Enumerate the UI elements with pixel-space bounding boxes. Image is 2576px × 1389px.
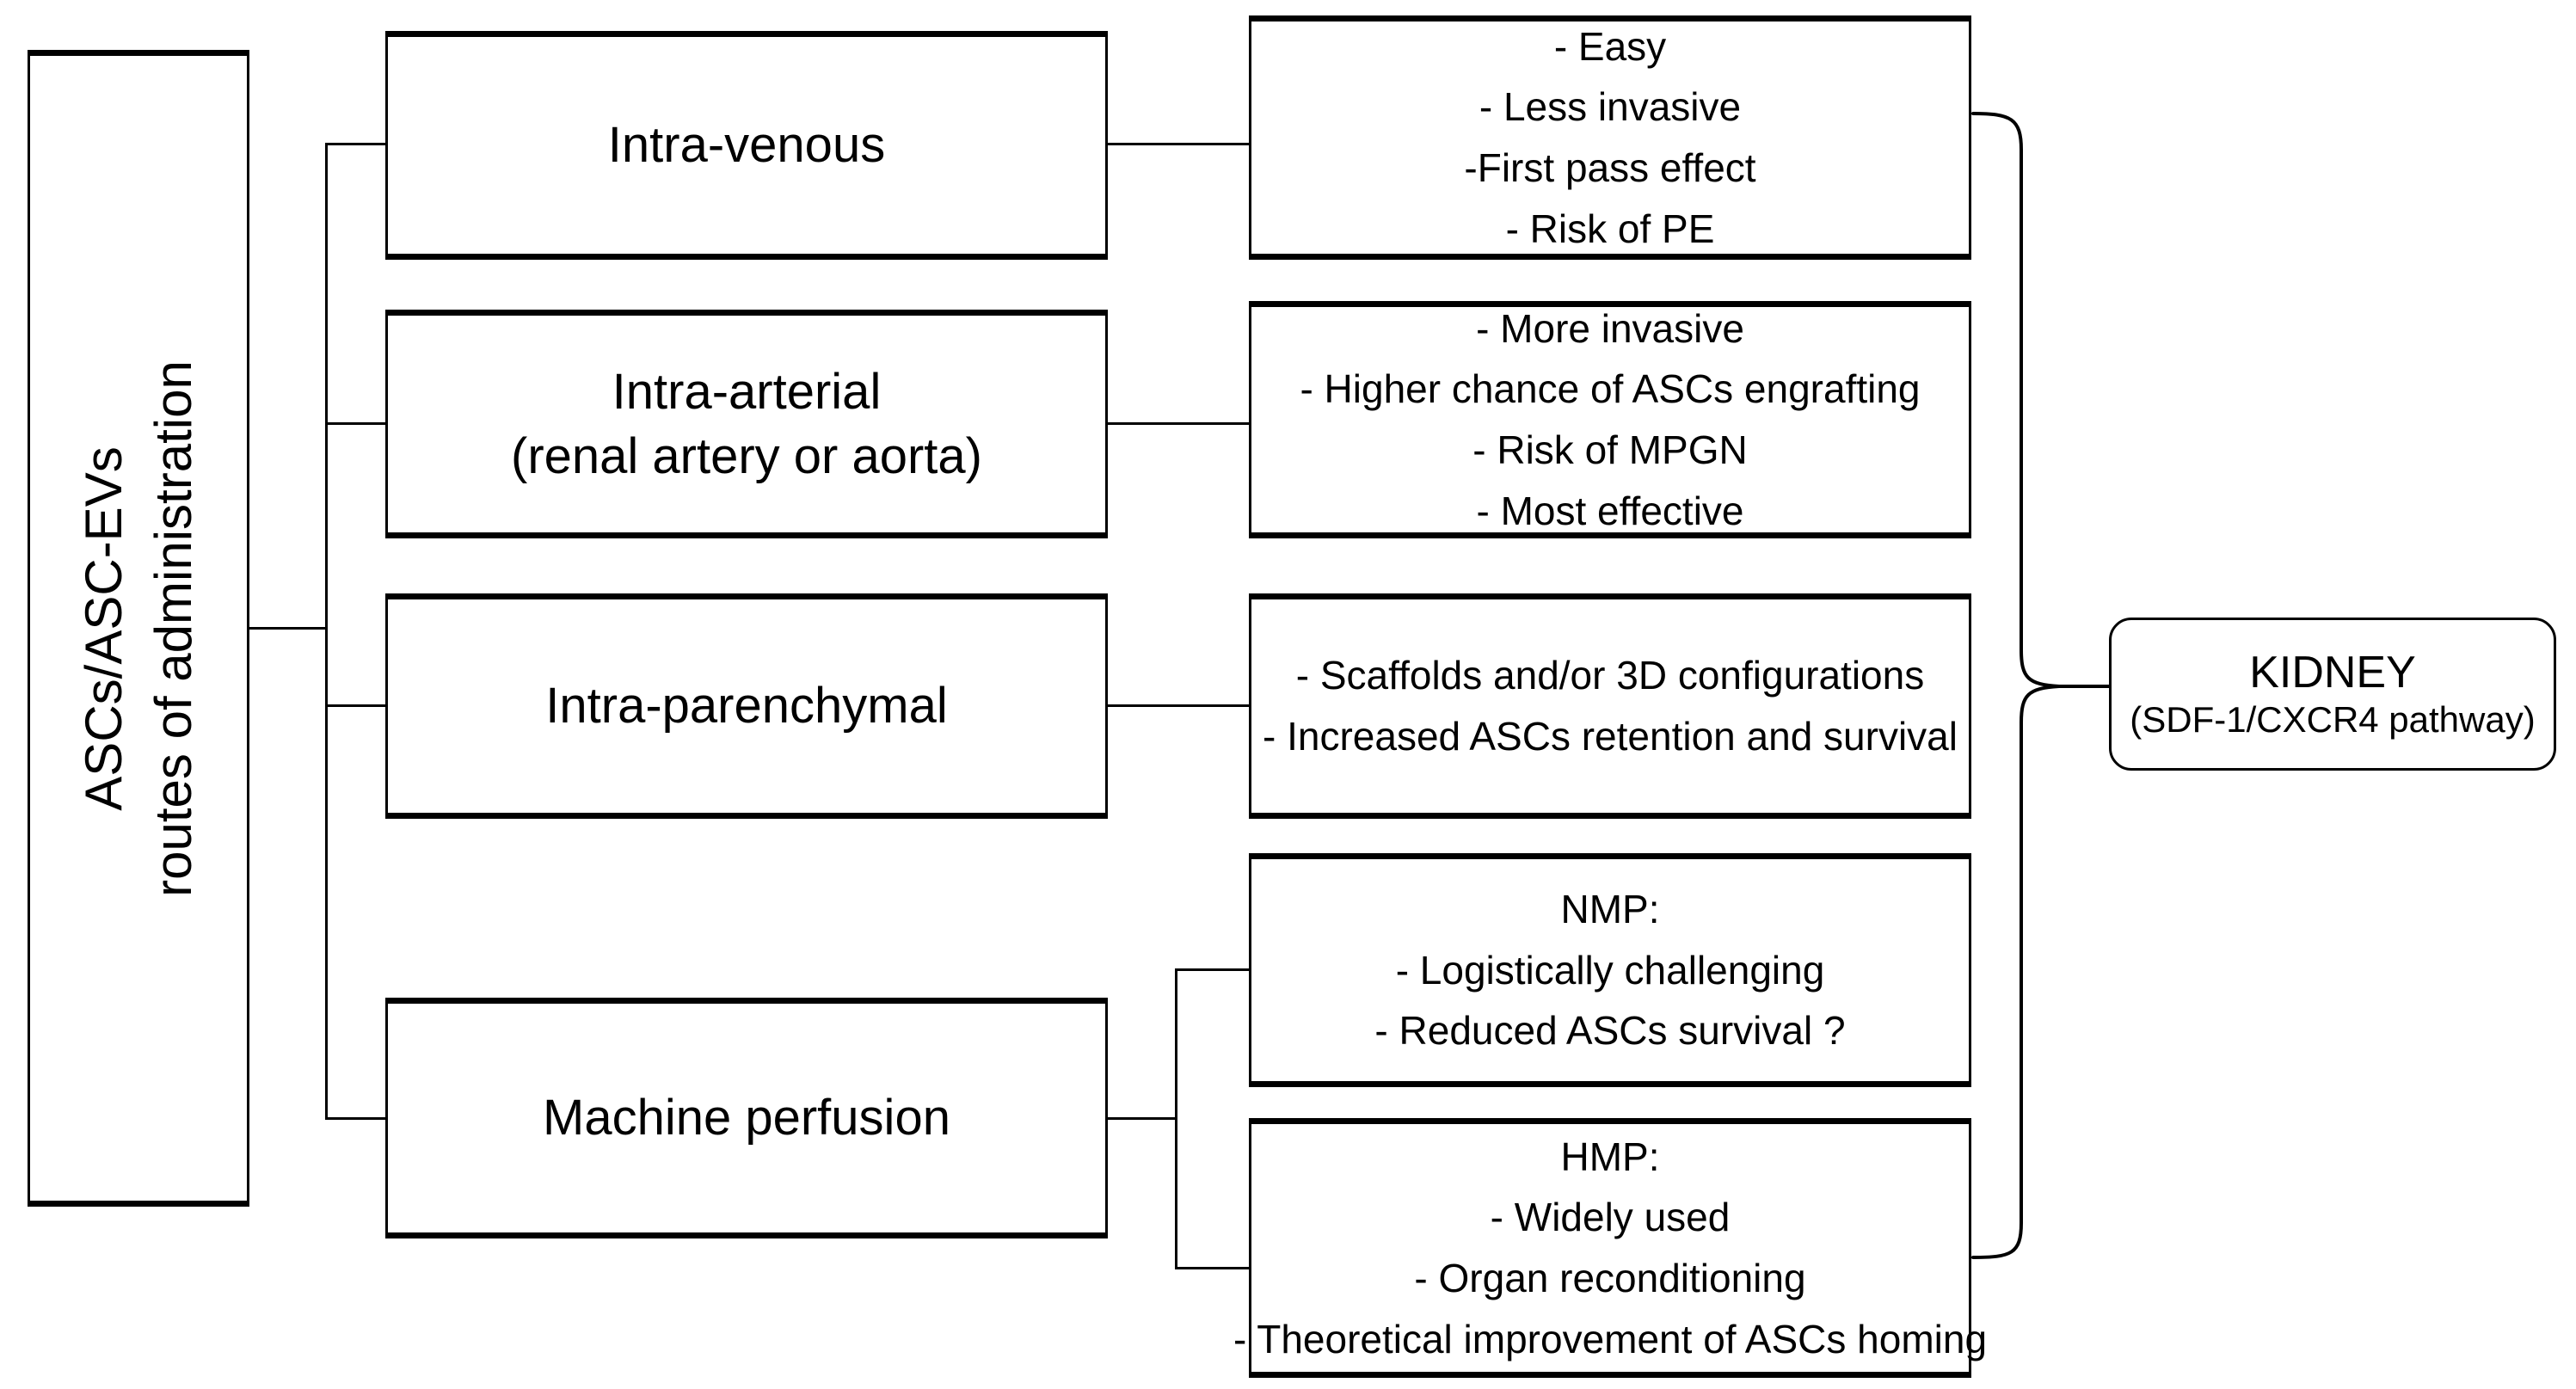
detail-item: - Increased ASCs retention and survival (1263, 714, 1958, 759)
detail-item: - Less invasive (1479, 84, 1742, 130)
detail-node-hmp[interactable]: HMP: - Widely used - Organ reconditionin… (1233, 1118, 1987, 1378)
detail-item: - Theoretical improvement of ASCs homing (1233, 1316, 1988, 1361)
route-node-intra-parenchymal[interactable]: Intra-parenchymal (385, 593, 1108, 819)
connector-branch-intra-arterial (325, 422, 387, 425)
connector-branch-nmp (1175, 968, 1251, 971)
connector-root-stem (249, 627, 327, 630)
detail-node-nmp[interactable]: NMP: - Logistically challenging - Reduce… (1249, 853, 1971, 1087)
detail-item: - Organ reconditioning (1414, 1256, 1806, 1300)
route-node-intra-arterial[interactable]: Intra-arterial (renal artery or aorta) (385, 310, 1108, 538)
route-node-machine-perfusion[interactable]: Machine perfusion (385, 998, 1108, 1238)
route-label-intra-venous: Intra-venous (607, 117, 886, 174)
connector-machine-perfusion-spine (1175, 968, 1177, 1269)
connector-machine-perfusion-stem (1108, 1117, 1177, 1120)
connector-branch-machine-perfusion (325, 1117, 387, 1120)
detail-item: - Risk of PE (1505, 206, 1715, 251)
root-label-rotated: ASCs/ASC-EVs routes of administration (69, 360, 208, 897)
connector-branch-intra-venous (325, 143, 387, 145)
kidney-subtitle: (SDF-1/CXCR4 pathway) (2130, 698, 2536, 740)
connector-branch-intra-parenchymal (325, 704, 387, 707)
detail-item: - Logistically challenging (1395, 947, 1825, 993)
detail-item: - Risk of MPGN (1472, 427, 1748, 472)
detail-heading-hmp: HMP: (1560, 1134, 1660, 1179)
route-node-intra-venous[interactable]: Intra-venous (385, 31, 1108, 260)
root-label-line2: routes of administration (144, 360, 202, 897)
detail-item: - Reduced ASCs survival ? (1374, 1008, 1846, 1054)
detail-item: - More invasive (1476, 305, 1744, 351)
detail-item: -First pass effect (1464, 145, 1756, 190)
curly-brace-icon (1970, 110, 2118, 1261)
detail-item: - Higher chance of ASCs engrafting (1300, 366, 1921, 412)
detail-node-intra-arterial[interactable]: - More invasive - Higher chance of ASCs … (1249, 301, 1971, 538)
connector-intra-venous-to-details (1108, 143, 1251, 145)
connector-intra-arterial-to-details (1108, 422, 1251, 425)
detail-item: - Most effective (1476, 488, 1744, 533)
connector-branch-hmp (1175, 1267, 1251, 1269)
route-label-machine-perfusion: Machine perfusion (543, 1090, 950, 1146)
detail-item: - Easy (1553, 23, 1667, 69)
root-label-line1: ASCs/ASC-EVs (75, 446, 132, 811)
detail-node-intra-parenchymal[interactable]: - Scaffolds and/or 3D configurations - I… (1249, 593, 1971, 819)
detail-node-intra-venous[interactable]: - Easy - Less invasive -First pass effec… (1249, 15, 1971, 260)
detail-item: - Scaffolds and/or 3D configurations (1295, 653, 1925, 698)
route-label-intra-parenchymal: Intra-parenchymal (545, 678, 948, 734)
route-sublabel-intra-arterial: (renal artery or aorta) (511, 428, 982, 484)
detail-heading-nmp: NMP: (1560, 887, 1660, 932)
kidney-title: KIDNEY (2249, 647, 2416, 698)
route-label-intra-arterial: Intra-arterial (612, 363, 882, 420)
target-node-kidney[interactable]: KIDNEY (SDF-1/CXCR4 pathway) (2109, 618, 2556, 771)
root-node-asc-routes[interactable]: ASCs/ASC-EVs routes of administration (28, 50, 249, 1207)
detail-item: - Widely used (1490, 1195, 1731, 1240)
connector-root-spine (325, 143, 328, 1120)
connector-intra-parenchymal-to-details (1108, 704, 1251, 707)
